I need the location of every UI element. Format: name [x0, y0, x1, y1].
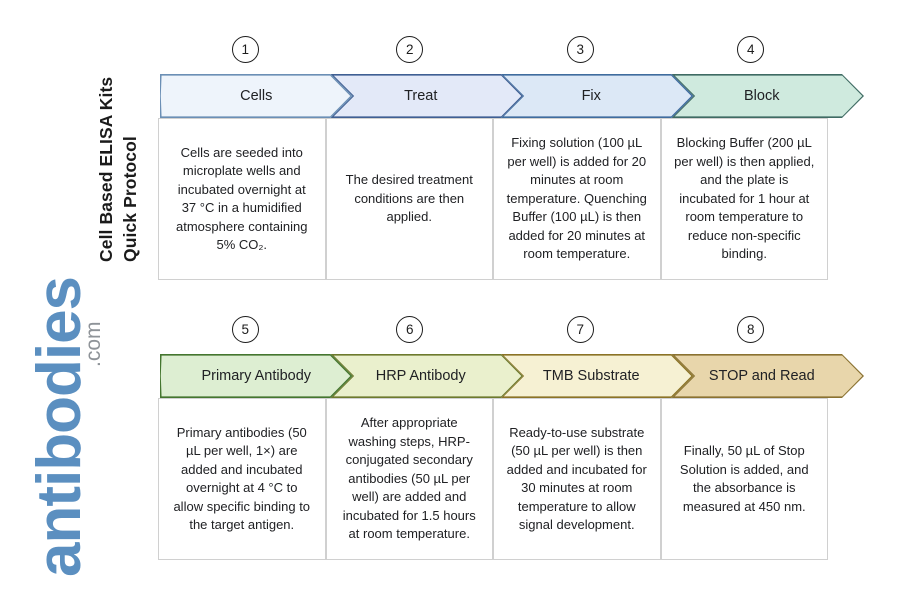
step-number-badge: 3	[566, 36, 594, 63]
step-chevron[interactable]: Cells	[160, 74, 353, 118]
step-label: Block	[744, 88, 780, 104]
step-description-cell: Blocking Buffer (200 µL per well) is the…	[660, 118, 828, 280]
protocol-row-2: 5 6 7 8 Primary Antibody HRP Antibody TMB Sub…	[0, 280, 900, 570]
step-description-text: Ready-to-use substrate (50 µL per well) …	[506, 424, 647, 533]
chevron-band-row-2: Primary Antibody HRP Antibody TMB Substrat…	[0, 354, 900, 398]
step-chevron[interactable]: Treat	[331, 74, 524, 118]
description-cells-row-1: Cells are seeded into microplate wells a…	[0, 118, 900, 280]
step-description-text: Fixing solution (100 µL per well) is add…	[506, 135, 647, 262]
step-label: Treat	[404, 88, 438, 104]
step-label: TMB Substrate	[542, 368, 640, 384]
step-description-text: Cells are seeded into microplate wells a…	[175, 144, 308, 253]
step-description-text: Finally, 50 µL of Stop Solution is added…	[679, 443, 809, 514]
step-description-cell: Finally, 50 µL of Stop Solution is added…	[660, 398, 828, 560]
step-description-text: Primary antibodies (50 µL per well, 1×) …	[173, 424, 311, 533]
protocol-row-1: 1 2 3 4 Cells Treat Fix Block Cells are seeded…	[0, 0, 900, 290]
step-badges-row-2: 5 6 7 8	[0, 280, 900, 343]
step-description-cell: Cells are seeded into microplate wells a…	[158, 118, 326, 280]
step-label: Primary Antibody	[201, 368, 312, 384]
step-chevron[interactable]: Fix	[501, 74, 694, 118]
step-description-cell: After appropriate washing steps, HRP-con…	[325, 398, 493, 560]
step-chevron[interactable]: STOP and Read	[672, 354, 865, 398]
step-label: STOP and Read	[708, 368, 815, 384]
step-description-text: After appropriate washing steps, HRP-con…	[342, 415, 476, 542]
step-number-badge: 7	[566, 316, 594, 343]
step-label: Cells	[240, 88, 273, 104]
step-number-badge: 2	[396, 36, 424, 63]
step-number-badge: 8	[737, 316, 765, 343]
description-cells-row-2: Primary antibodies (50 µL per well, 1×) …	[0, 398, 900, 560]
chevron-band-row-1: Cells Treat Fix Block	[0, 74, 900, 118]
step-chevron[interactable]: TMB Substrate	[501, 354, 694, 398]
step-description-cell: Fixing solution (100 µL per well) is add…	[493, 118, 661, 280]
step-badges-row-1: 1 2 3 4	[0, 0, 900, 63]
step-number-badge: 5	[231, 316, 259, 343]
step-chevron[interactable]: HRP Antibody	[331, 354, 524, 398]
step-number-badge: 1	[231, 36, 259, 63]
step-description-cell: Primary antibodies (50 µL per well, 1×) …	[158, 398, 326, 560]
step-chevron[interactable]: Primary Antibody	[160, 354, 353, 398]
step-description-text: Blocking Buffer (200 µL per well) is the…	[674, 135, 815, 262]
step-number-badge: 6	[396, 316, 424, 343]
step-label: Fix	[581, 88, 601, 104]
step-description-cell: The desired treatment conditions are the…	[325, 118, 493, 280]
step-description-cell: Ready-to-use substrate (50 µL per well) …	[493, 398, 661, 560]
step-label: HRP Antibody	[375, 368, 466, 384]
step-chevron[interactable]: Block	[672, 74, 865, 118]
step-description-text: The desired treatment conditions are the…	[345, 172, 473, 225]
step-number-badge: 4	[737, 36, 765, 63]
